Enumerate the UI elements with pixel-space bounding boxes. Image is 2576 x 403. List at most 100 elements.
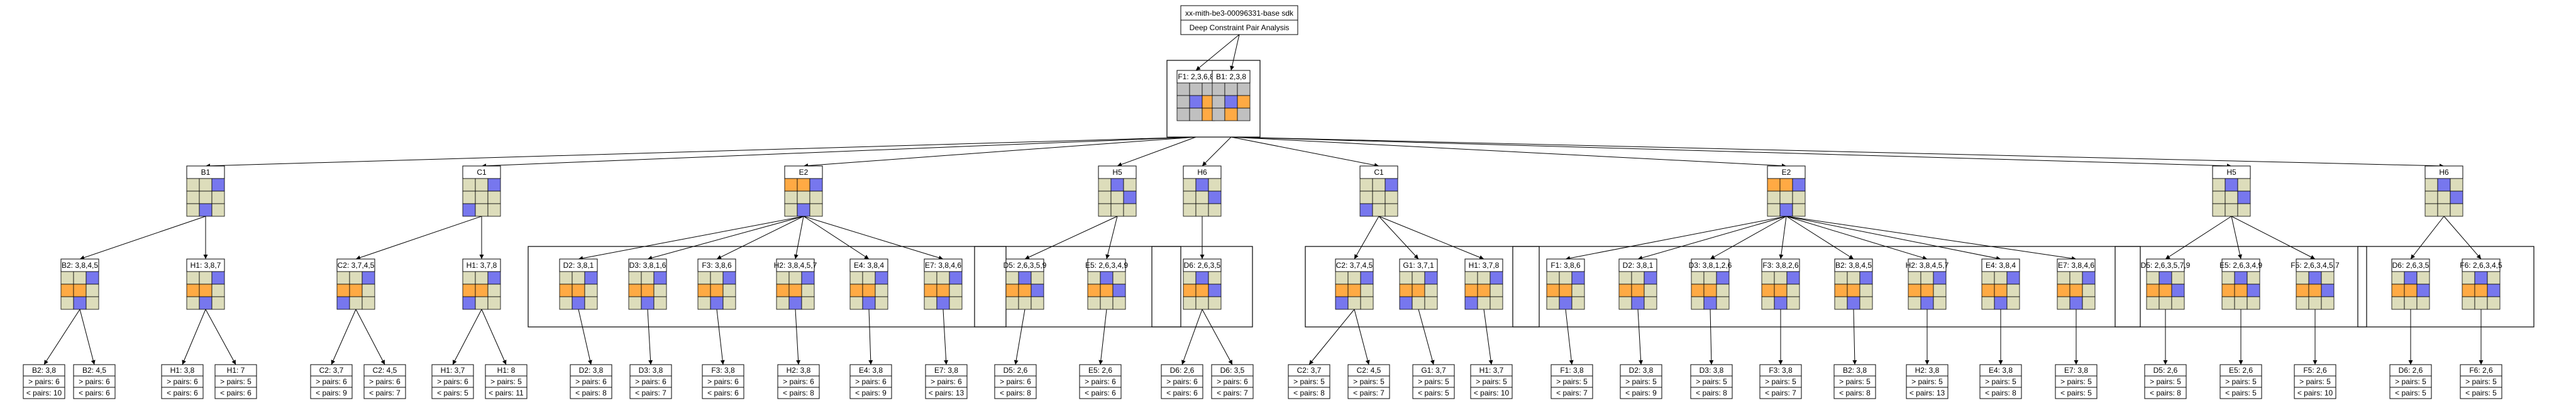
node-l2-3-cell — [462, 271, 476, 285]
leaf-4-text: < pairs: 9 — [316, 389, 347, 397]
edge-l1-l2-16 — [1565, 216, 1787, 260]
node-l1-0-cell — [186, 190, 200, 204]
node-l2-24: D5: 2,6,3,5,7,9 — [2141, 258, 2191, 310]
node-l2-14-cell — [1412, 284, 1425, 297]
node-l2-2-cell — [349, 296, 363, 310]
node-l2-16-cell — [1571, 271, 1585, 285]
node-l2-1-label: H1: 3,8,7 — [191, 261, 221, 270]
edge-root-F1 — [1195, 34, 1240, 71]
leaf-15-row — [1079, 387, 1122, 399]
leaf-9-text: D3: 3,8 — [639, 366, 663, 375]
leaf-20: G1: 3,7> pairs: 5< pairs: 5 — [1412, 364, 1455, 399]
edge-l1-l2-12-arrowhead — [1200, 255, 1205, 259]
node-l1-0-cell — [199, 190, 213, 204]
level2-group-frame-5 — [2114, 246, 2367, 328]
leaf-32-text: F5: 2,6 — [2303, 366, 2327, 375]
leaf-27-text: > pairs: 5 — [1911, 377, 1943, 386]
edge-l1-l2-26-arrowhead — [2310, 255, 2315, 259]
edge-l2-leaf-26-arrowhead — [1852, 360, 1857, 365]
edge-l2-leaf-20 — [1418, 309, 1434, 365]
node-l1-7-label: H5 — [2226, 168, 2236, 177]
edge-l1-l2-7-arrowhead — [793, 254, 799, 259]
leaf-25-text: < pairs: 7 — [1765, 389, 1796, 397]
edge-l2-leaf-0-arrowhead — [44, 360, 48, 365]
node-l2-10-cell — [1005, 271, 1019, 285]
node-l1-7-cell — [2237, 203, 2251, 217]
node-l2-21-cell — [1933, 284, 1947, 297]
node-l2-16-cell — [1559, 296, 1573, 310]
leaf-16-text: > pairs: 6 — [1166, 377, 1198, 386]
node-l2-17-cell — [1618, 284, 1632, 297]
node-l2-25-cell — [2221, 271, 2235, 285]
node-l2-24-cell — [2171, 296, 2185, 310]
edge-l2-leaf-32-arrowhead — [2313, 360, 2318, 365]
leaf-5: C2: 4,5> pairs: 6< pairs: 7 — [363, 364, 406, 399]
edge-l1-l2-13 — [1354, 216, 1379, 260]
edge-l2-leaf-3-arrowhead — [231, 360, 236, 365]
node-l2-5-cell — [641, 284, 655, 297]
node-l2-23-cell — [2082, 284, 2096, 297]
node-l2-0-cell — [60, 296, 74, 310]
node-l2-24-cell — [2159, 271, 2172, 285]
node-l1-3-cell — [1098, 190, 1112, 204]
leaf-12-text: < pairs: 9 — [855, 389, 887, 397]
node-l2-5-cell — [653, 271, 667, 285]
node-l1-3-cell — [1123, 203, 1137, 217]
node-l2-9-cell — [924, 271, 937, 285]
node-l2-8-cell — [875, 284, 888, 297]
node-l2-6: F3: 3,8,6 — [697, 258, 736, 310]
edge-l2-leaf-26 — [1853, 309, 1855, 365]
edge-l2-leaf-4 — [331, 309, 357, 365]
node-l1-4-cell — [1195, 178, 1209, 192]
node-l2-12: D6: 2,6,3,5 — [1183, 258, 1222, 310]
node-l2-10-cell — [1018, 271, 1032, 285]
node-l1-5: C1 — [1359, 165, 1398, 217]
leaf-3: H1: 7> pairs: 5< pairs: 6 — [214, 364, 257, 399]
node-l2-6-cell — [722, 284, 736, 297]
node-l1-6-label: E2 — [1782, 168, 1791, 177]
edge-l1-l2-28 — [2443, 216, 2482, 260]
leaf-4: C2: 3,7> pairs: 6< pairs: 9 — [310, 364, 353, 399]
node-l2-9-cell — [949, 271, 963, 285]
node-l2-7-cell — [776, 284, 790, 297]
node-l2-22-cell — [2006, 284, 2020, 297]
node-l1-1-cell — [475, 203, 489, 217]
edge-l2-leaf-16-arrowhead — [1181, 360, 1186, 365]
edge-l1-l2-14-arrowhead — [1413, 254, 1418, 259]
node-l2-1-cell — [211, 284, 225, 297]
node-l2-13-cell — [1335, 296, 1349, 310]
node-l2-21-cell — [1933, 296, 1947, 310]
node-l2-24-cell — [2146, 284, 2160, 297]
node-l1-4-cell — [1195, 190, 1209, 204]
leaf-24-text: > pairs: 5 — [1696, 377, 1727, 386]
node-l2-17-cell — [1644, 271, 1657, 285]
node-l1-6-cell — [1792, 190, 1806, 204]
node-l2-20-cell — [1834, 296, 1848, 310]
node-l1-7-cell — [2225, 178, 2238, 192]
edge-l1-l2-9 — [803, 216, 944, 260]
leaf-29-row — [2055, 387, 2098, 399]
node-l2-7-cell — [776, 296, 790, 310]
node-l2-1-cell — [186, 284, 200, 297]
node-l2-12-cell — [1208, 284, 1222, 297]
leaf-13-row — [925, 387, 968, 399]
leaf-25-text: > pairs: 5 — [1765, 377, 1796, 386]
node-l1-7-cell — [2225, 203, 2238, 217]
leaf-0-text: < pairs: 10 — [26, 389, 62, 397]
node-l2-27-cell — [2391, 284, 2405, 297]
node-l2-27-cell — [2416, 296, 2430, 310]
leaf-28: E4: 3,8> pairs: 5< pairs: 8 — [1979, 364, 2022, 399]
edge-root-F1-arrowhead — [1196, 65, 1201, 70]
node-l2-2-cell — [336, 284, 350, 297]
node-l2-11-cell — [1100, 284, 1114, 297]
node-l2-12-cell — [1183, 271, 1197, 285]
node-l2-1-cell — [199, 296, 213, 310]
leaf-11-text: H2: 3,8 — [787, 366, 811, 375]
node-l2-2-cell — [362, 271, 375, 285]
node-l2-17-cell — [1631, 296, 1645, 310]
node-l2-16-cell — [1546, 296, 1560, 310]
edge-l2-leaf-1 — [79, 309, 95, 365]
edge-l1-l2-20-arrowhead — [1849, 255, 1854, 259]
node-l2-26: F5: 2,6,3,4,5,7 — [2291, 258, 2340, 310]
node-l1-2-label: E2 — [799, 168, 809, 177]
